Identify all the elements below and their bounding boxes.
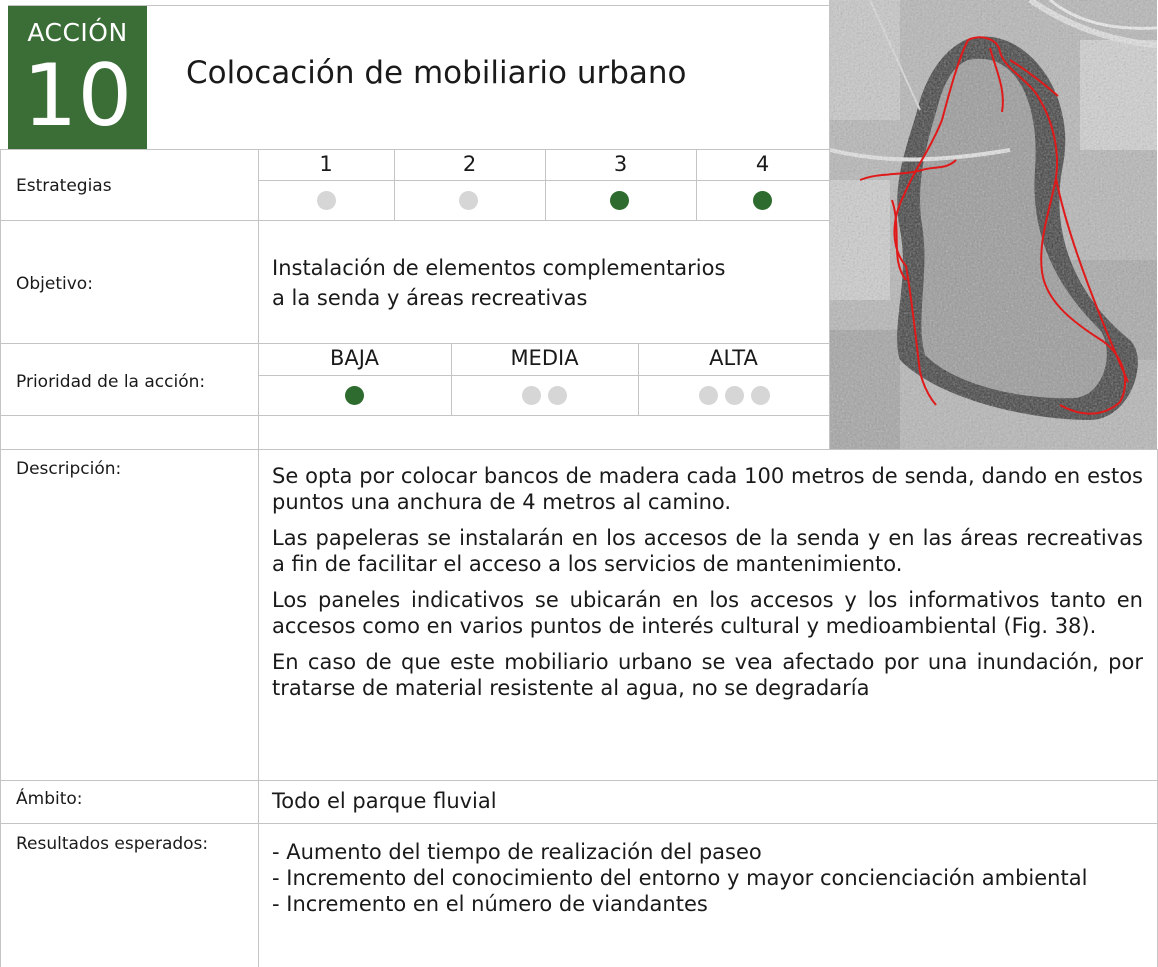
table-border (638, 343, 639, 415)
description-paragraph: En caso de que este mobiliario urbano se… (272, 650, 1143, 700)
strategy-dot-3 (610, 191, 629, 210)
strategies-label: Estrategias (16, 176, 112, 196)
action-badge: ACCIÓN 10 (8, 6, 147, 149)
table-border (0, 415, 829, 416)
objective-label: Objetivo: (16, 274, 93, 294)
priority-dot-high (751, 386, 770, 405)
priority-dot-medium (548, 386, 567, 405)
scope-label: Ámbito: (16, 789, 83, 809)
scope-value: Todo el parque fluvial (272, 789, 497, 813)
strategy-number-3: 3 (613, 152, 628, 176)
results-list: - Aumento del tiempo de realización del … (272, 839, 1122, 917)
strategy-dot-4 (753, 191, 772, 210)
satellite-map (830, 0, 1157, 449)
table-border (696, 149, 697, 220)
description-label: Descripción: (16, 459, 122, 479)
strategy-number-4: 4 (755, 152, 770, 176)
priority-dot-high (725, 386, 744, 405)
priority-level-high: ALTA (709, 346, 758, 370)
table-border (0, 220, 829, 221)
result-item: - Incremento en el número de viandantes (272, 892, 708, 916)
table-border (451, 343, 452, 415)
strategy-dot-2 (459, 191, 478, 210)
priority-level-low: BAJA (330, 346, 379, 370)
strategy-number-2: 2 (462, 152, 477, 176)
description-paragraph: Se opta por colocar bancos de madera cad… (272, 464, 1143, 514)
result-item: - Aumento del tiempo de realización del … (272, 840, 762, 864)
table-border (258, 180, 829, 181)
strategy-dot-1 (317, 191, 336, 210)
table-border (8, 5, 829, 6)
action-badge-label: ACCIÓN (27, 18, 128, 47)
table-border (829, 0, 830, 449)
priority-dot-medium (522, 386, 541, 405)
table-border (0, 149, 1, 967)
priority-dot-low (345, 386, 364, 405)
table-border (258, 375, 829, 376)
description-paragraph: Las papeleras se instalarán en los acces… (272, 526, 1143, 576)
description-paragraph: Los paneles indicativos se ubicarán en l… (272, 588, 1143, 638)
priority-label: Prioridad de la acción: (16, 372, 206, 392)
table-border (394, 149, 395, 220)
table-border (0, 780, 1158, 781)
results-label: Resultados esperados: (16, 834, 209, 854)
table-border (0, 449, 1158, 450)
priority-dot-high (699, 386, 718, 405)
table-border (0, 823, 1158, 824)
result-item: - Incremento del conocimiento del entorn… (272, 866, 1088, 890)
objective-line: a la senda y áreas recreativas (272, 286, 588, 310)
priority-level-medium: MEDIA (510, 346, 579, 370)
strategy-number-1: 1 (319, 152, 333, 176)
description-body: Se opta por colocar bancos de madera cad… (272, 463, 1143, 701)
table-border (0, 343, 829, 344)
action-number: 10 (22, 46, 133, 146)
objective-line: Instalación de elementos complementarios (272, 256, 726, 280)
objective-text: Instalación de elementos complementarios… (272, 253, 725, 313)
page-title: Colocación de mobiliario urbano (186, 55, 687, 91)
table-border (0, 149, 829, 150)
map-image (830, 0, 1157, 449)
table-border (545, 149, 546, 220)
table-border (258, 149, 259, 967)
